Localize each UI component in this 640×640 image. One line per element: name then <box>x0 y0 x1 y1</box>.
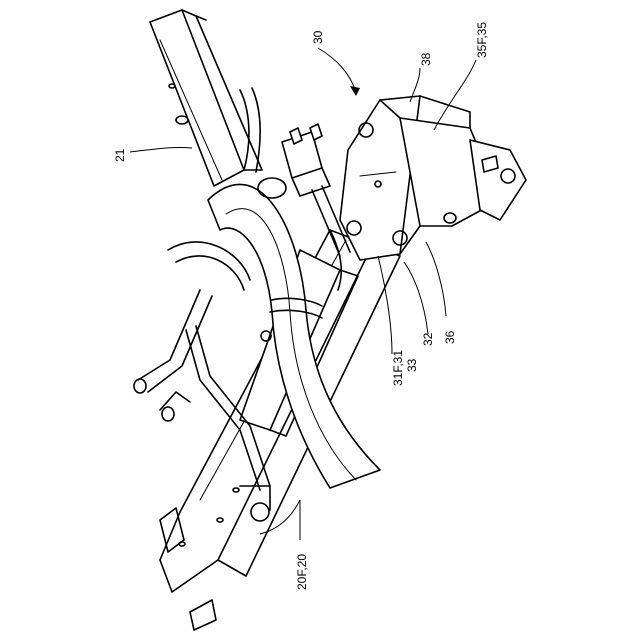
label-32: 32 <box>421 332 435 346</box>
svg-text:33: 33 <box>405 358 419 372</box>
leader-36 <box>426 242 446 316</box>
label-20f-20: 20F,20 <box>295 554 309 590</box>
leader-31 <box>378 256 392 354</box>
svg-text:38: 38 <box>419 52 433 66</box>
cross-member-21 <box>150 10 262 186</box>
leader-21 <box>130 147 192 152</box>
svg-text:20F,20: 20F,20 <box>295 554 309 590</box>
label-36: 36 <box>443 330 457 344</box>
label-35f-35: 35F,35 <box>475 22 489 58</box>
svg-text:32: 32 <box>421 332 435 346</box>
leader-32 <box>404 262 428 334</box>
arrow-30 <box>318 48 356 92</box>
arrow-30-head <box>350 86 360 96</box>
label-21: 21 <box>113 148 127 162</box>
svg-text:21: 21 <box>113 148 127 162</box>
label-30: 30 <box>311 30 325 44</box>
svg-text:30: 30 <box>311 30 325 44</box>
label-31f-31: 31F,31 <box>391 350 405 386</box>
svg-text:31F,31: 31F,31 <box>391 350 405 386</box>
svg-text:35F,35: 35F,35 <box>475 22 489 58</box>
label-38: 38 <box>419 52 433 66</box>
svg-text:36: 36 <box>443 330 457 344</box>
label-33: 33 <box>405 358 419 372</box>
